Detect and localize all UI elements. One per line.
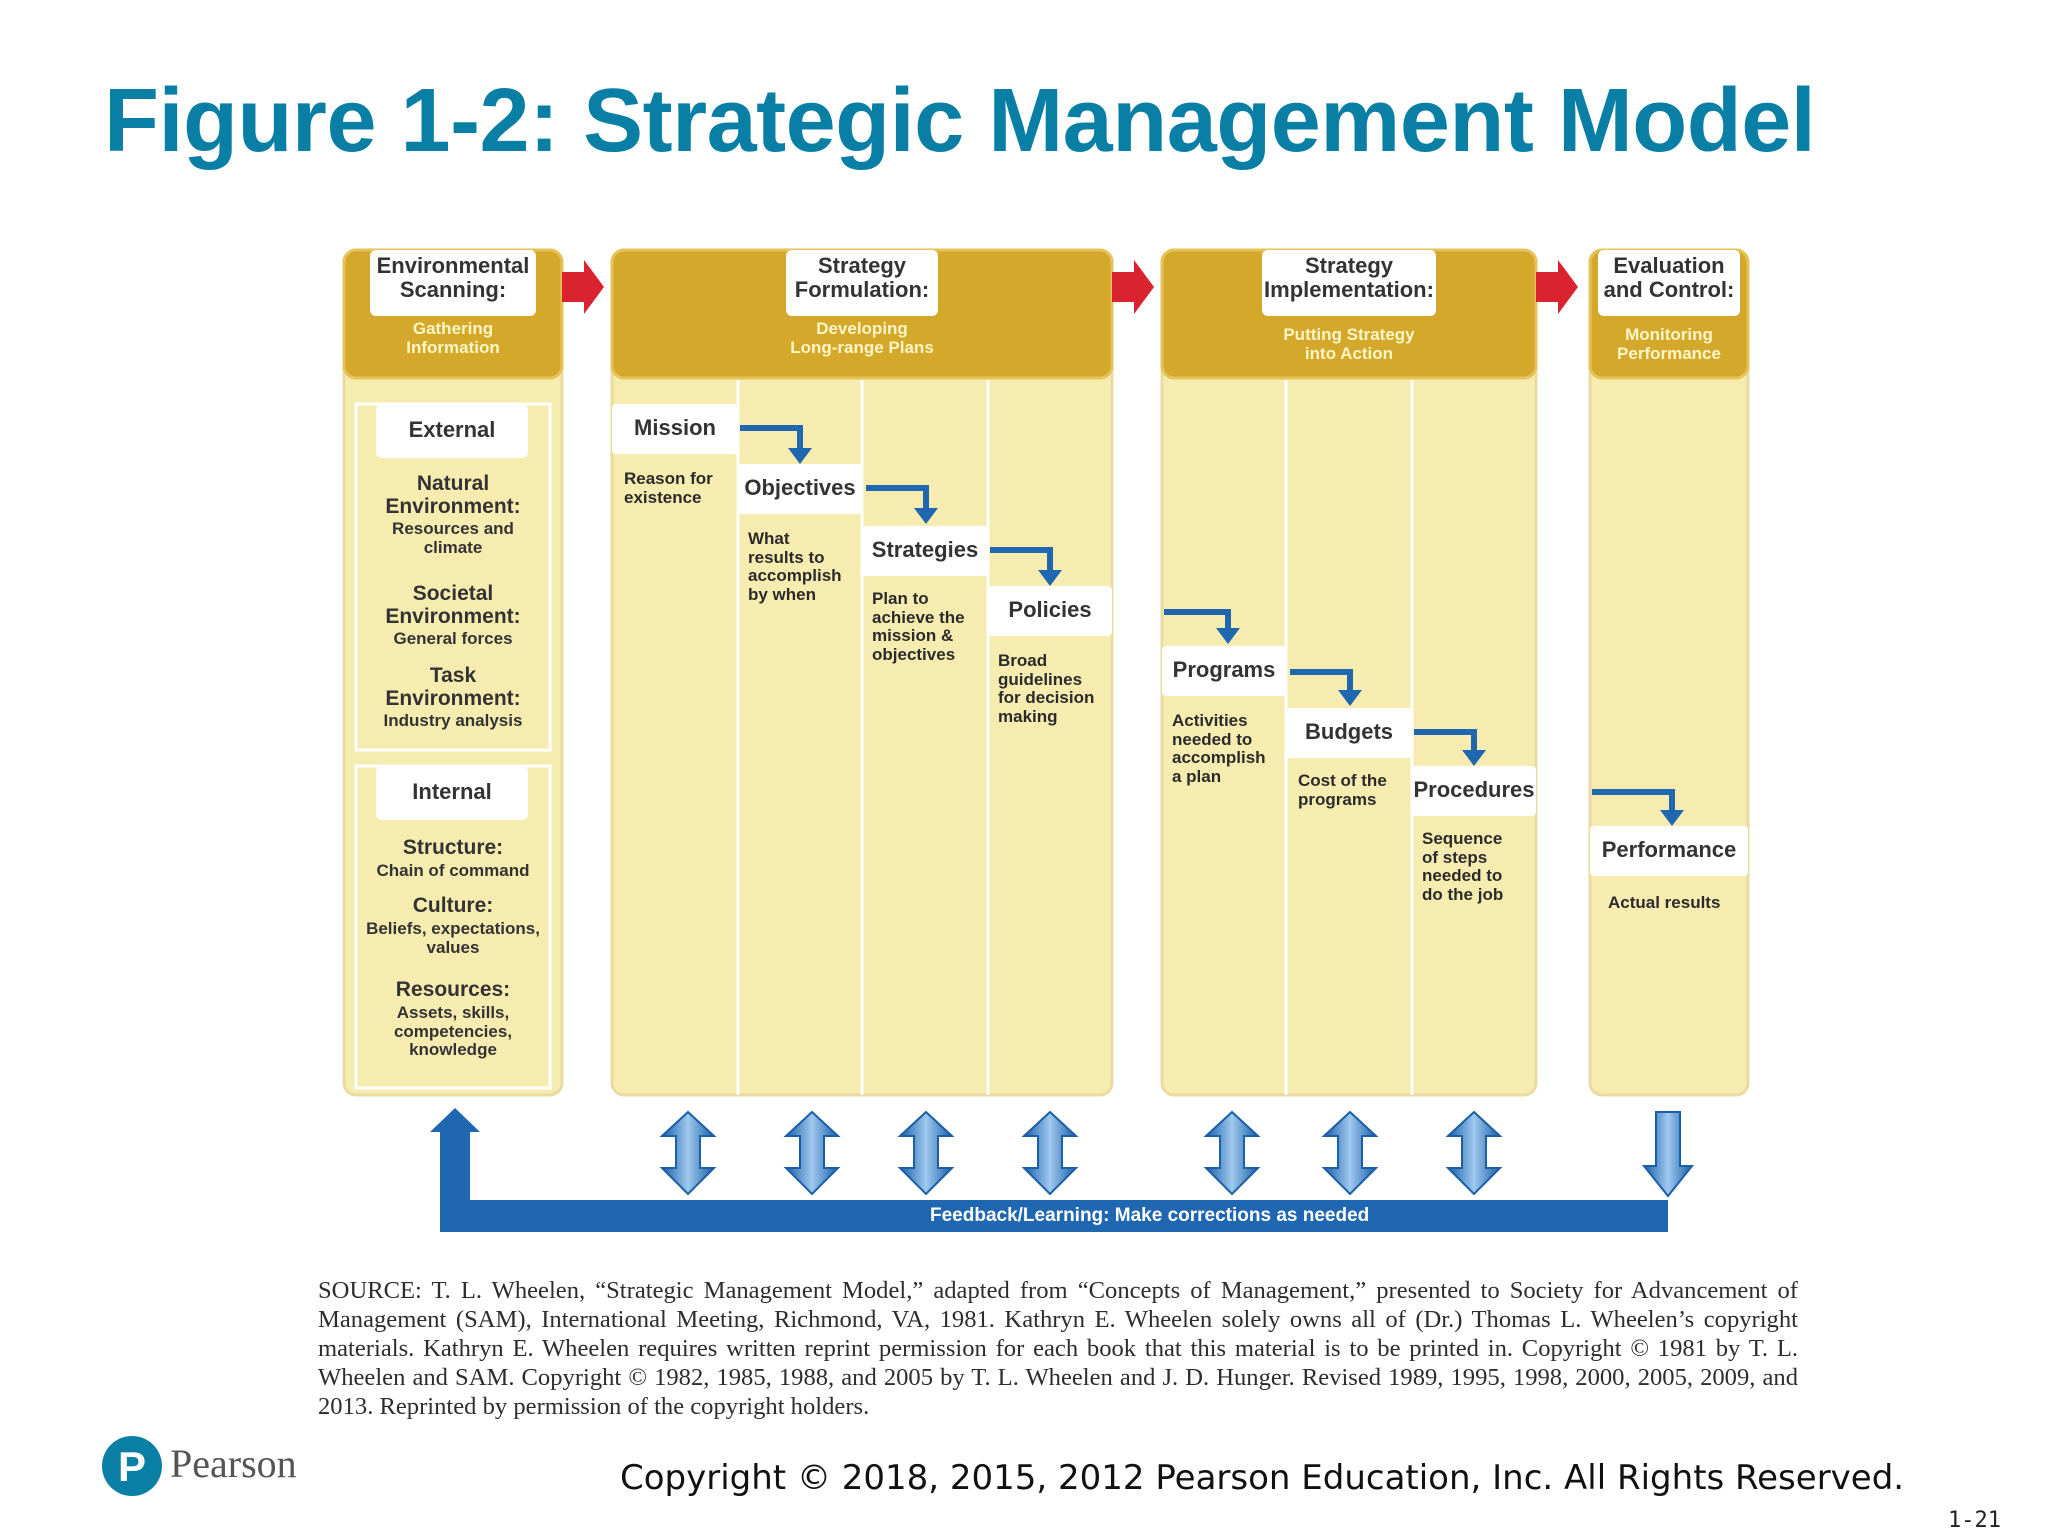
double-arrow-icon [1021, 1110, 1079, 1196]
double-arrow-icon [659, 1110, 717, 1196]
stage-head-evaluation-control: Evaluation and Control: [1603, 253, 1735, 303]
env-item-desc: Assets, skills, competencies, knowledge [393, 1003, 513, 1060]
env-item-name: Resources: [395, 978, 511, 1001]
step-programs-desc: Activities needed to accomplish a plan [1172, 711, 1266, 787]
double-arrow-icon [1203, 1110, 1261, 1196]
stage-head-environmental-scanning: Environmental Scanning: [376, 253, 530, 303]
env-item-desc: General forces [393, 629, 513, 648]
red-arrow-icon [1536, 260, 1578, 314]
env-item-name: Societal Environment: [385, 582, 521, 629]
internal-label: Internal [412, 779, 492, 804]
double-arrows [659, 1110, 1695, 1198]
arrow-down-icon [1641, 1111, 1695, 1198]
step-procedures-desc: Sequence of steps needed to do the job [1422, 829, 1504, 905]
red-arrow-icon [1112, 260, 1154, 314]
arrow-down-icon [914, 508, 938, 524]
feedback-bar [440, 1130, 1668, 1232]
step-budgets-desc: Cost of the programs [1298, 771, 1387, 809]
stage-sub-environmental-scanning: Gathering Information [406, 319, 500, 357]
step-strategies-desc: Plan to achieve the mission & objectives [872, 589, 965, 665]
copyright-notice: Copyright © 2018, 2015, 2012 Pearson Edu… [620, 1458, 1905, 1498]
env-item-name: Natural Environment: [385, 472, 521, 519]
blue-step-connectors [740, 425, 1675, 812]
arrow-down-icon [788, 448, 812, 464]
step-programs-label: Programs [1172, 657, 1276, 682]
env-item-desc: Chain of command [376, 861, 530, 880]
slide-number: 1-21 [1948, 1508, 2001, 1533]
pearson-logo-icon: P [102, 1436, 162, 1496]
step-boxes [612, 404, 1748, 876]
arrow-down-icon [1660, 810, 1684, 826]
arrow-down-icon [1216, 628, 1240, 644]
step-performance-label: Performance [1601, 837, 1737, 862]
arrow-down-icon [1338, 690, 1362, 706]
step-objectives-desc: What results to accomplish by when [748, 529, 842, 605]
svg-text:P: P [118, 1443, 146, 1490]
double-arrow-icon [1321, 1110, 1379, 1196]
env-item-name: Task Environment: [385, 664, 521, 711]
step-policies-desc: Broad guidelines for decision making [998, 651, 1095, 727]
step-mission-label: Mission [634, 415, 716, 440]
env-item-desc: Resources and climate [392, 519, 514, 557]
arrow-up-icon [430, 1108, 480, 1132]
arrow-down-icon [1038, 570, 1062, 586]
stage-head-strategy-implementation: Strategy Implementation: [1264, 253, 1434, 303]
double-arrow-icon [1445, 1110, 1503, 1196]
double-arrow-icon [783, 1110, 841, 1196]
double-arrow-icon [897, 1110, 955, 1196]
step-budgets-label: Budgets [1305, 719, 1393, 744]
step-procedures-label: Procedures [1413, 777, 1535, 802]
pearson-wordmark: Pearson [170, 1441, 297, 1486]
red-arrow-icon [562, 260, 604, 314]
step-objectives-label: Objectives [744, 475, 856, 500]
env-item-desc: Industry analysis [383, 711, 523, 730]
step-strategies-label: Strategies [871, 537, 979, 562]
env-item-desc: Beliefs, expectations, values [366, 919, 540, 957]
stage-sub-strategy-implementation: Putting Strategy into Action [1283, 325, 1415, 363]
stage-sub-strategy-formulation: Developing Long-range Plans [790, 319, 934, 357]
external-label: External [408, 417, 496, 442]
stage-head-strategy-formulation: Strategy Formulation: [794, 253, 930, 303]
page-title: Figure 1-2: Strategic Management Model [104, 71, 1816, 171]
step-policies-label: Policies [1008, 597, 1092, 622]
source-citation: SOURCE: T. L. Wheelen, “Strategic Manage… [318, 1277, 1798, 1420]
stage-sub-evaluation-control: Monitoring Performance [1617, 325, 1721, 363]
red-stage-arrows [562, 260, 1578, 314]
env-item-name: Structure: [402, 836, 504, 859]
blue-step-arrowheads [788, 448, 1684, 826]
step-mission-desc: Reason for existence [624, 469, 713, 507]
feedback-label: Feedback/Learning: Make corrections as n… [930, 1205, 1370, 1226]
arrow-down-icon [1462, 750, 1486, 766]
env-item-name: Culture: [412, 894, 494, 917]
step-performance-desc: Actual results [1608, 893, 1721, 912]
